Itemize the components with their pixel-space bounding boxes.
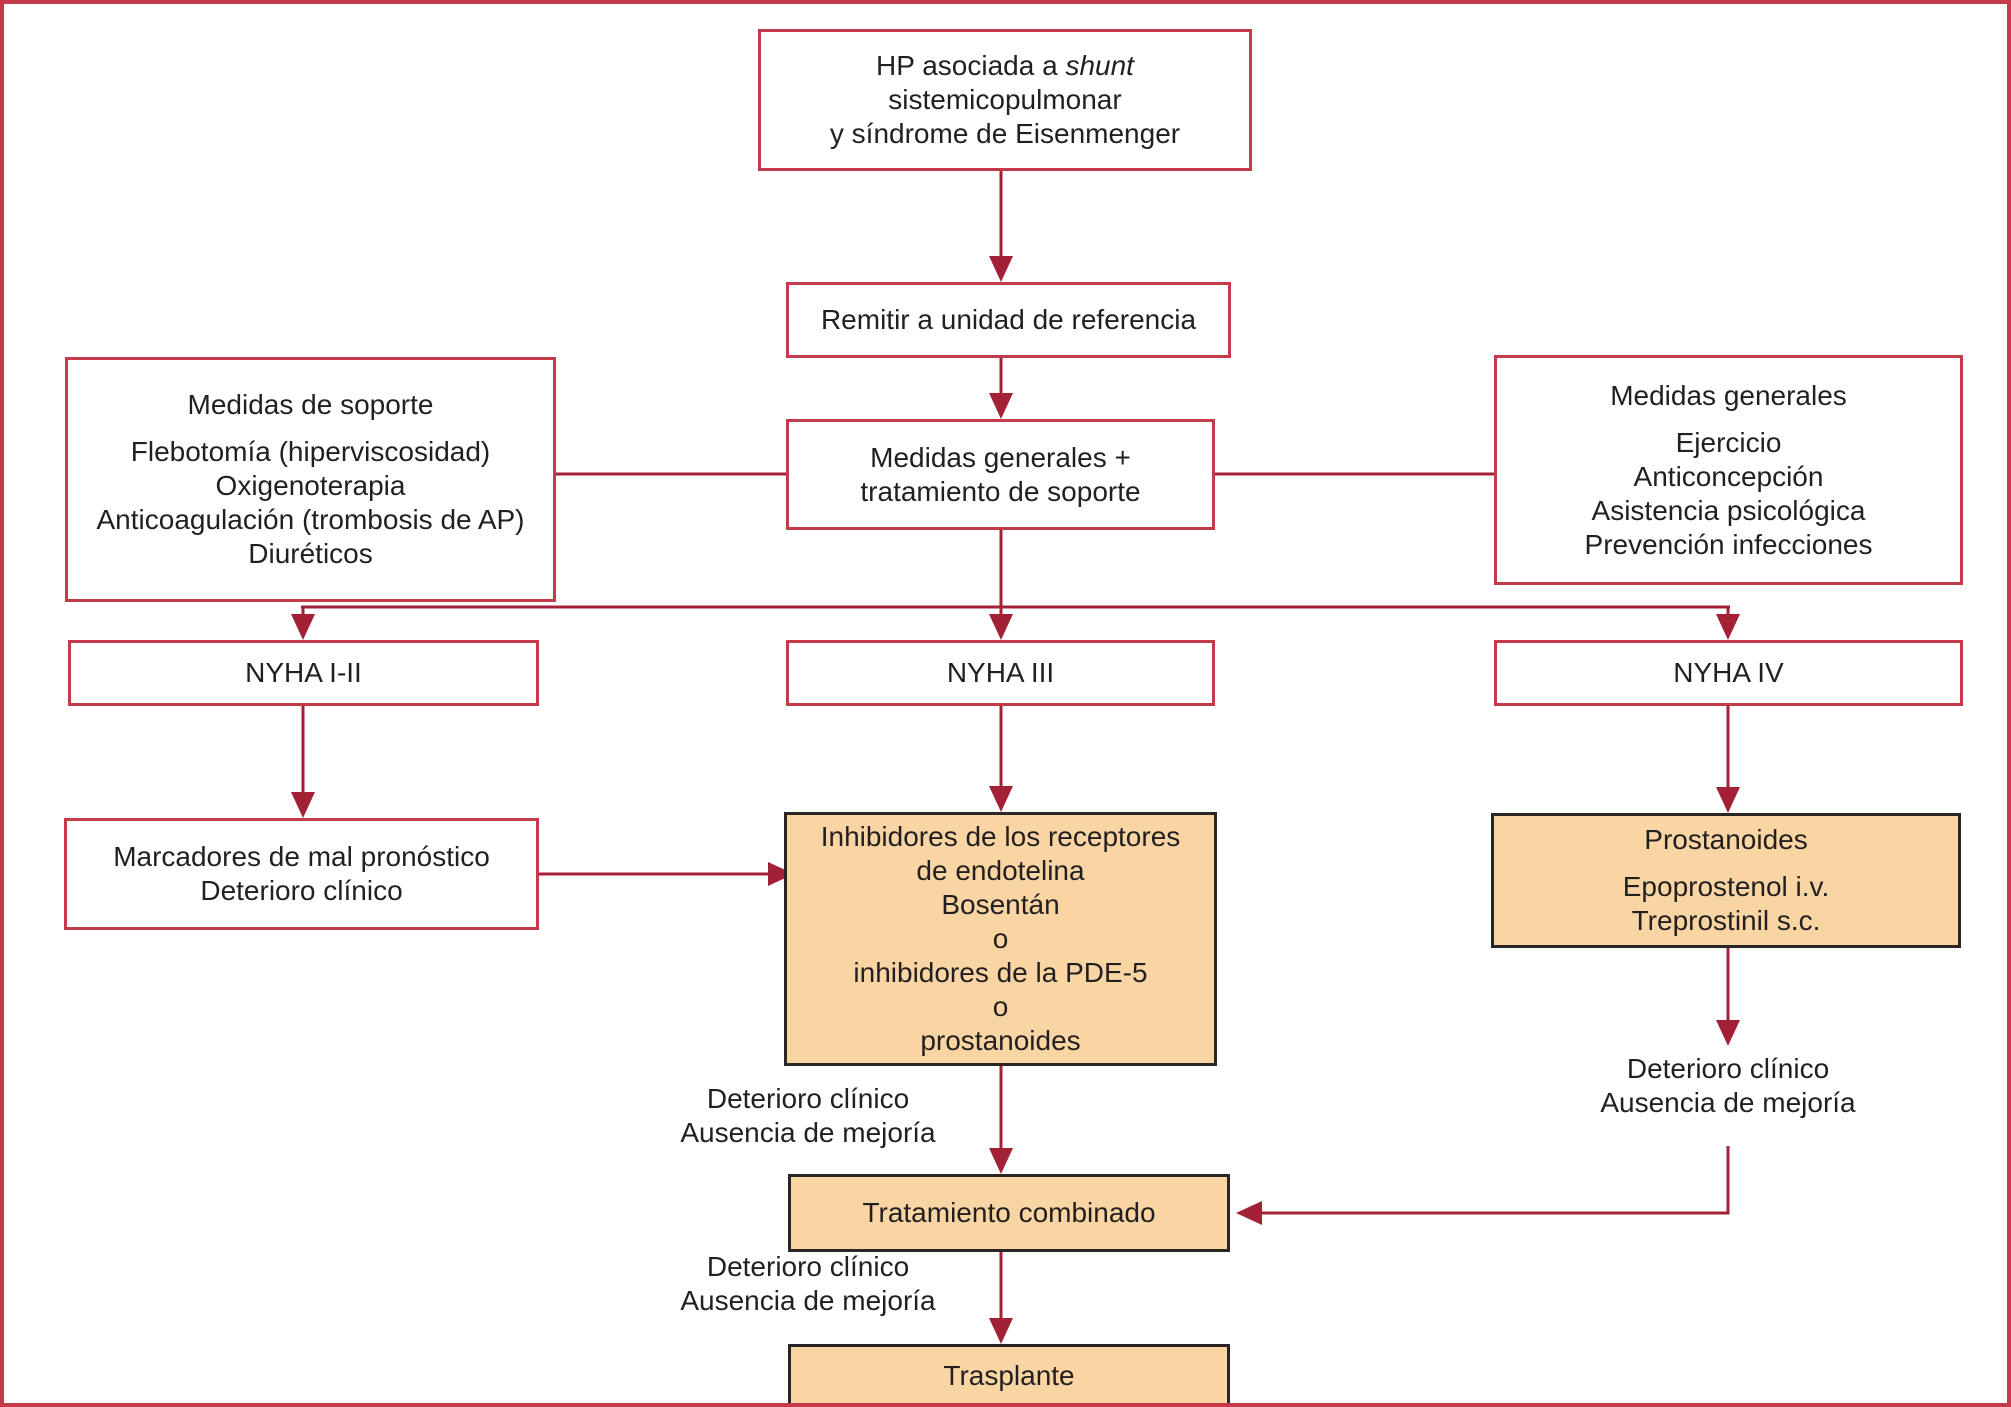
node-inhibidores-line: inhibidores de la PDE-5 <box>853 957 1148 988</box>
edge-label-line: Deterioro clínico <box>706 1251 910 1282</box>
edge-label-deterioro-center-top: Deterioro clínico Ausencia de mejoría <box>658 1082 958 1150</box>
node-medidas-soporte-item: Oxigenoterapia <box>215 470 406 501</box>
shunt-italic: shunt <box>1065 50 1134 81</box>
node-inhibidores-line: prostanoides <box>920 1025 1081 1056</box>
node-medidas-soporte-title: Medidas de soporte <box>187 389 434 420</box>
node-tratamiento-combinado: Tratamiento combinado <box>788 1174 1230 1252</box>
node-medidas-generales-soporte-line1: Medidas generales + <box>870 441 1131 473</box>
edge-label-line: Deterioro clínico <box>706 1083 910 1114</box>
arrow-hp-to-remitir <box>989 171 1013 282</box>
node-inhibidores-line: o <box>992 923 1009 954</box>
edge-label-line: Ausencia de mejoría <box>680 1117 936 1148</box>
node-trasplante-label: Trasplante <box>943 1360 1075 1391</box>
node-medidas-generales-item: Prevención infecciones <box>1584 528 1873 560</box>
node-tratamiento-combinado-label: Tratamiento combinado <box>862 1197 1156 1228</box>
node-hp-shunt: HP asociada a shunt sistemicopulmonar y … <box>758 29 1252 171</box>
arrow-prostanoides-to-label <box>1716 948 1740 1046</box>
node-medidas-soporte-item: Diuréticos <box>248 538 373 569</box>
node-medidas-generales-title: Medidas generales <box>1610 379 1847 411</box>
node-trasplante: Trasplante <box>788 1344 1230 1403</box>
node-medidas-generales-soporte: Medidas generales + tratamiento de sopor… <box>786 419 1215 530</box>
node-nyha-4-label: NYHA IV <box>1673 657 1784 688</box>
node-medidas-soporte-item: Flebotomía (hiperviscosidad) <box>130 436 491 467</box>
node-inhibidores-line: Bosentán <box>941 889 1060 920</box>
node-remitir: Remitir a unidad de referencia <box>786 282 1231 358</box>
node-nyha-3: NYHA III <box>786 640 1215 706</box>
arrow-marcadores-to-inhibidores <box>539 862 794 886</box>
node-prostanoides: Prostanoides Epoprostenol i.v. Treprosti… <box>1491 813 1961 948</box>
node-prostanoides-item: Epoprostenol i.v. <box>1622 871 1830 902</box>
edge-label-deterioro-center-bottom: Deterioro clínico Ausencia de mejoría <box>658 1250 958 1318</box>
arrow-nyha4-to-prostanoides <box>1716 706 1740 813</box>
node-medidas-generales-item: Anticoncepción <box>1633 460 1824 492</box>
edge-label-line: Deterioro clínico <box>1626 1053 1830 1084</box>
node-nyha-3-label: NYHA III <box>946 657 1055 688</box>
node-prostanoides-item: Treprostinil s.c. <box>1631 905 1821 936</box>
node-medidas-generales: Medidas generales Ejercicio Anticoncepci… <box>1494 355 1963 585</box>
arrow-inhibidores-to-combinado <box>989 1066 1013 1174</box>
arrow-nyha3-to-inhibidores <box>989 706 1013 812</box>
node-medidas-generales-soporte-line2: tratamiento de soporte <box>860 475 1141 507</box>
arrow-right-label-to-combinado <box>1236 1146 1730 1225</box>
node-medidas-soporte: Medidas de soporte Flebotomía (hipervisc… <box>65 357 556 602</box>
node-prostanoides-title: Prostanoides <box>1644 824 1808 855</box>
edge-label-line: Ausencia de mejoría <box>1600 1087 1856 1118</box>
node-nyha-4: NYHA IV <box>1494 640 1963 706</box>
node-marcadores: Marcadores de mal pronóstico Deterioro c… <box>64 818 539 930</box>
node-hp-shunt-line3: y síndrome de Eisenmenger <box>829 118 1181 149</box>
edge-label-deterioro-right: Deterioro clínico Ausencia de mejoría <box>1498 1052 1958 1120</box>
edge-label-line: Ausencia de mejoría <box>680 1285 936 1316</box>
arrow-remitir-to-medidas <box>989 358 1013 419</box>
node-remitir-label: Remitir a unidad de referencia <box>820 304 1197 335</box>
node-medidas-generales-item: Asistencia psicológica <box>1591 494 1866 526</box>
node-marcadores-line1: Marcadores de mal pronóstico <box>113 841 490 872</box>
node-hp-shunt-line2: sistemicopulmonar <box>888 84 1122 115</box>
node-inhibidores: Inhibidores de los receptores de endotel… <box>784 812 1217 1066</box>
arrow-combinado-to-trasplante <box>989 1252 1013 1344</box>
node-inhibidores-line: de endotelina <box>916 855 1085 886</box>
node-nyha-1-2-label: NYHA I-II <box>245 657 362 688</box>
node-inhibidores-line: o <box>992 991 1009 1022</box>
node-medidas-soporte-item: Anticoagulación (trombosis de AP) <box>96 504 525 535</box>
node-marcadores-line2: Deterioro clínico <box>200 875 403 906</box>
node-hp-shunt-line1: HP asociada a shunt <box>876 50 1134 81</box>
node-medidas-generales-item: Ejercicio <box>1675 426 1782 458</box>
node-inhibidores-line: Inhibidores de los receptores <box>820 821 1181 852</box>
node-nyha-1-2: NYHA I-II <box>68 640 539 706</box>
arrow-nyha12-to-marcadores <box>291 706 315 818</box>
